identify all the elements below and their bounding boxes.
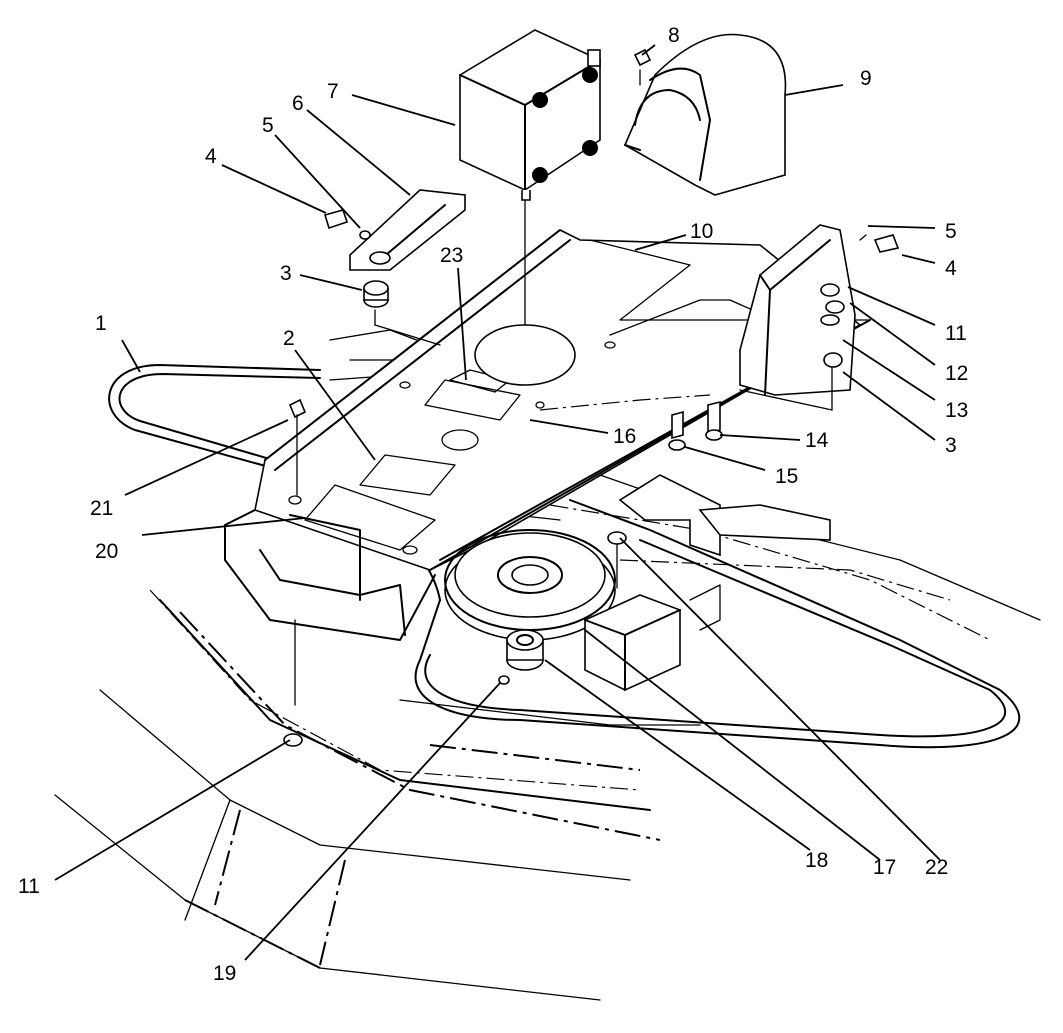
callout-10: 10 [690, 220, 713, 243]
callout-18: 18 [805, 849, 828, 872]
leader-lines [54, 44, 941, 961]
callout-6: 6 [292, 92, 304, 115]
callout-4-right: 4 [945, 257, 957, 280]
idler-bracket [584, 474, 831, 691]
callout-23: 23 [440, 244, 463, 267]
callout-22: 22 [925, 856, 948, 879]
callout-14: 14 [805, 429, 829, 452]
callout-19: 19 [213, 962, 236, 985]
callout-16: 16 [613, 425, 636, 448]
callout-7: 7 [327, 80, 339, 103]
callout-11-left: 11 [18, 875, 40, 898]
callout-8: 8 [668, 24, 680, 47]
callout-13: 13 [945, 399, 968, 422]
mounting-bolts [283, 394, 723, 747]
gearbox [459, 29, 601, 326]
callout-1: 1 [95, 312, 107, 335]
right-guard-bracket [739, 224, 900, 411]
hub [498, 629, 544, 685]
callout-9: 9 [860, 67, 872, 90]
callout-3: 3 [280, 262, 292, 285]
callout-5-right: 5 [945, 220, 957, 243]
callout-labels: 1 2 3 4 5 6 7 8 9 10 11 12 13 14 15 16 1… [18, 24, 968, 985]
callout-4: 4 [205, 145, 217, 168]
callout-2: 2 [283, 327, 295, 350]
deck-plate [224, 229, 871, 641]
callout-12: 12 [945, 362, 968, 385]
callout-5: 5 [262, 114, 274, 137]
callout-17: 17 [873, 856, 896, 879]
left-bracket [323, 189, 466, 346]
callout-20: 20 [95, 540, 118, 563]
callout-3-right: 3 [945, 434, 957, 457]
callout-15: 15 [775, 465, 798, 488]
shield [623, 33, 787, 196]
callout-21: 21 [90, 497, 113, 520]
callout-11: 11 [945, 322, 967, 345]
